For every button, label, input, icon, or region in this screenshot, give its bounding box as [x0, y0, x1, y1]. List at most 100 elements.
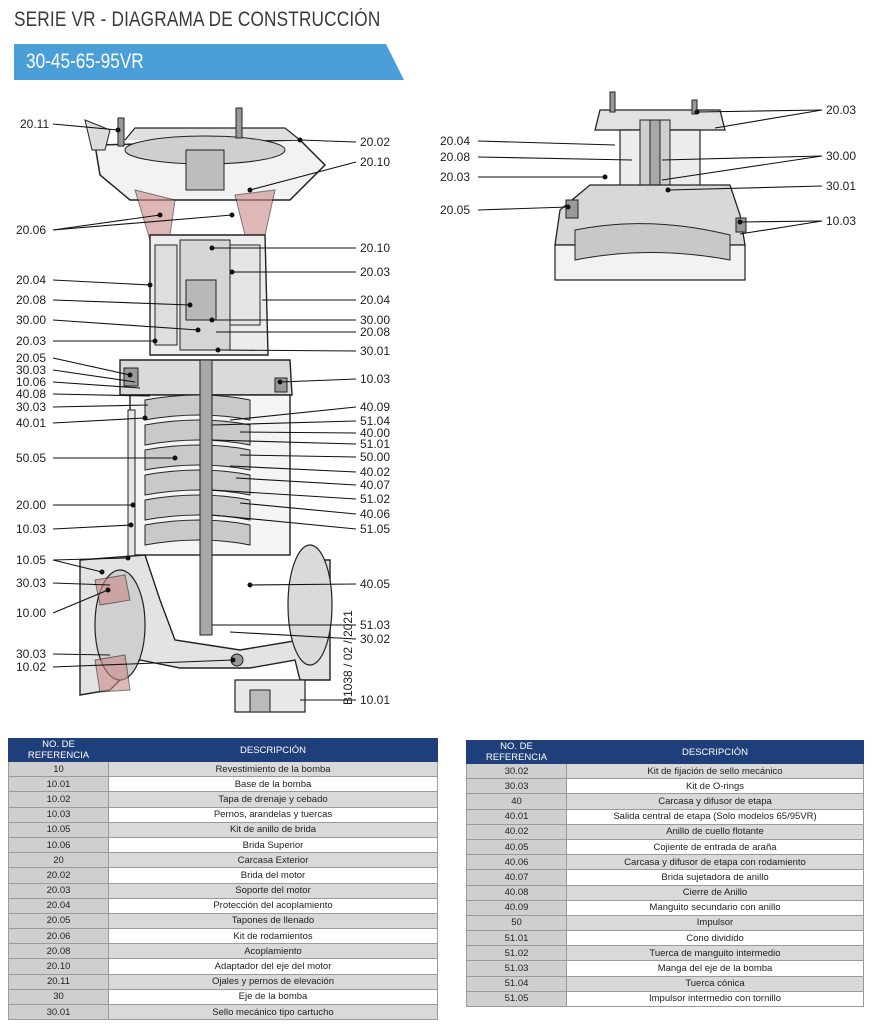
description-cell: Eje de la bomba: [108, 988, 438, 1006]
model-banner: 30-45-65-95VR: [14, 44, 404, 80]
reference-cell: 20.05: [8, 912, 109, 930]
description-cell: Impulsor: [566, 914, 864, 932]
callout-30.03-d: 30.03: [16, 647, 111, 661]
column-header-description: DESCRIPCIÓN: [566, 740, 864, 764]
reference-cell: 10.06: [8, 836, 109, 854]
reference-cell: 10.02: [8, 791, 109, 808]
svg-text:51.01: 51.01: [360, 437, 390, 451]
svg-text:10.03: 10.03: [826, 214, 856, 228]
callout-40.02: 40.02: [229, 465, 390, 479]
svg-text:51.04: 51.04: [360, 414, 390, 428]
callout-30.03-b: 30.03: [16, 400, 149, 414]
svg-text:30.00: 30.00: [826, 149, 856, 163]
callout-20.04: 20.04: [16, 273, 153, 288]
callout-20.03-b: 20.03: [229, 265, 390, 279]
callout-10.06: 10.06: [16, 375, 141, 389]
svg-text:20.08: 20.08: [16, 293, 46, 307]
reference-cell: 40.01: [466, 808, 567, 825]
description-cell: Manga del eje de la bomba: [566, 960, 864, 977]
svg-text:20.06: 20.06: [16, 223, 46, 237]
callout-10.03-b: 10.03: [277, 372, 390, 386]
detail-callout-20.08: 20.08: [440, 150, 633, 164]
reference-cell: 10.01: [8, 776, 109, 793]
description-cell: Acoplamiento: [108, 943, 438, 960]
description-cell: Tuerca cónica: [566, 975, 864, 992]
description-cell: Kit de O-rings: [566, 778, 864, 795]
reference-cell: 40.09: [466, 899, 567, 916]
callout-20.00: 20.00: [16, 498, 136, 512]
motor-stool-detail-drawing: [554, 91, 747, 281]
detail-callout-10.03: 10.03: [737, 214, 856, 235]
description-cell: Cono dividido: [566, 930, 864, 947]
svg-text:50.05: 50.05: [16, 451, 46, 465]
page-title: SERIE VR - DIAGRAMA DE CONSTRUCCIÓN: [14, 8, 381, 31]
description-cell: Manguito secundario con anillo: [566, 899, 864, 916]
construction-diagram: 20.11 20.06 20.04 20.08 30.00 20.03 20.0…: [16, 91, 856, 713]
detail-callout-20.04: 20.04: [440, 134, 616, 148]
svg-text:20.03: 20.03: [440, 170, 470, 184]
left-callouts: 20.11 20.06 20.04 20.08 30.00 20.03 20.0…: [16, 117, 236, 674]
reference-cell: 20.03: [8, 882, 109, 899]
svg-text:20.11: 20.11: [20, 117, 49, 131]
svg-text:20.03: 20.03: [360, 265, 390, 279]
reference-cell: 30: [8, 988, 109, 1006]
callout-51.01: 51.01: [211, 437, 390, 451]
description-cell: Cojiente de entrada de araña: [566, 838, 864, 856]
description-cell: Base de la bomba: [108, 776, 438, 793]
callout-20.02: 20.02: [297, 135, 390, 149]
svg-text:10.02: 10.02: [16, 660, 46, 674]
reference-cell: 20.02: [8, 867, 109, 884]
reference-cell: 10.05: [8, 821, 109, 838]
callout-30.03: 30.03: [16, 363, 136, 383]
reference-cell: 51.03: [466, 960, 567, 977]
svg-text:10.05: 10.05: [16, 553, 46, 567]
reference-cell: 40.05: [466, 838, 567, 856]
svg-text:40.06: 40.06: [360, 507, 390, 521]
reference-cell: 50: [466, 914, 567, 932]
svg-text:20.04: 20.04: [16, 273, 46, 287]
callout-30.02: 30.02: [229, 631, 390, 646]
callout-10.05: 10.05: [16, 553, 131, 575]
svg-text:10.06: 10.06: [16, 375, 46, 389]
reference-cell: 51.02: [466, 945, 567, 962]
description-cell: Kit de anillo de brida: [108, 821, 438, 838]
reference-cell: 20.11: [8, 973, 109, 990]
callout-10.00: 10.00: [16, 587, 111, 620]
svg-text:30.01: 30.01: [360, 344, 390, 358]
callout-50.05: 50.05: [16, 451, 178, 465]
description-cell: Adaptador del eje del motor: [108, 958, 438, 975]
reference-cell: 20.10: [8, 958, 109, 975]
reference-cell: 51.04: [466, 975, 567, 992]
detail-callout-20.05: 20.05: [440, 203, 571, 217]
pump-cross-section-drawing: [79, 107, 333, 713]
detail-callout-30.00: 30.00: [661, 149, 856, 181]
svg-text:20.05: 20.05: [440, 203, 470, 217]
svg-text:30.00: 30.00: [16, 313, 46, 327]
svg-text:40.02: 40.02: [360, 465, 390, 479]
callout-51.04: 51.04: [211, 414, 390, 428]
reference-cell: 20: [8, 852, 109, 869]
description-cell: Kit de rodamientos: [108, 928, 438, 945]
description-cell: Salida central de etapa (Solo modelos 65…: [566, 808, 864, 825]
svg-text:30.02: 30.02: [360, 632, 390, 646]
description-cell: Tuerca de manguito intermedio: [566, 945, 864, 962]
reference-cell: 40.02: [466, 823, 567, 840]
callout-20.04-b: 20.04: [262, 293, 390, 307]
callout-50.00: 50.00: [239, 450, 390, 464]
right-callouts: 20.02 20.10 20.10 20.03 20.04 30.00 20.0…: [209, 135, 390, 707]
callout-20.05: 20.05: [16, 351, 133, 378]
